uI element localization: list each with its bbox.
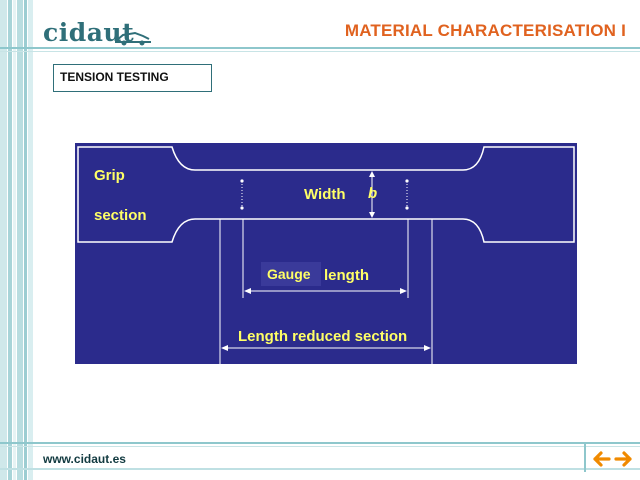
grip-label: Grip [94,167,125,184]
reduced-section-label: Length reduced section [238,328,408,345]
arrow-right-icon[interactable] [612,447,636,471]
footer-bottom-line [0,468,640,470]
footer-url[interactable]: www.cidaut.es [43,452,126,466]
car-logo-icon [115,31,151,46]
section-label-box: TENSION TESTING [53,64,212,92]
gauge-label-bg [261,262,321,286]
tension-specimen-diagram: Grip section Width b Gauge length Length… [75,143,577,364]
gauge-label: Gauge [267,266,311,282]
arrow-left-icon[interactable] [589,447,613,471]
width-label: Width [304,186,346,203]
left-decorative-stripes [0,0,36,480]
page-title: MATERIAL CHARACTERISATION I [344,21,626,40]
footer-divider-thin [0,446,640,447]
width-symbol: b [368,185,378,202]
specimen-outline [77,146,575,243]
specimen-drawing [77,146,575,364]
header-divider-thin [0,51,640,52]
footer-nav-separator [584,444,586,472]
section-label: TENSION TESTING [60,70,169,84]
section-label-text: section [94,207,147,224]
header-divider [0,47,640,49]
footer-divider [0,442,640,444]
length-label: length [324,267,369,284]
